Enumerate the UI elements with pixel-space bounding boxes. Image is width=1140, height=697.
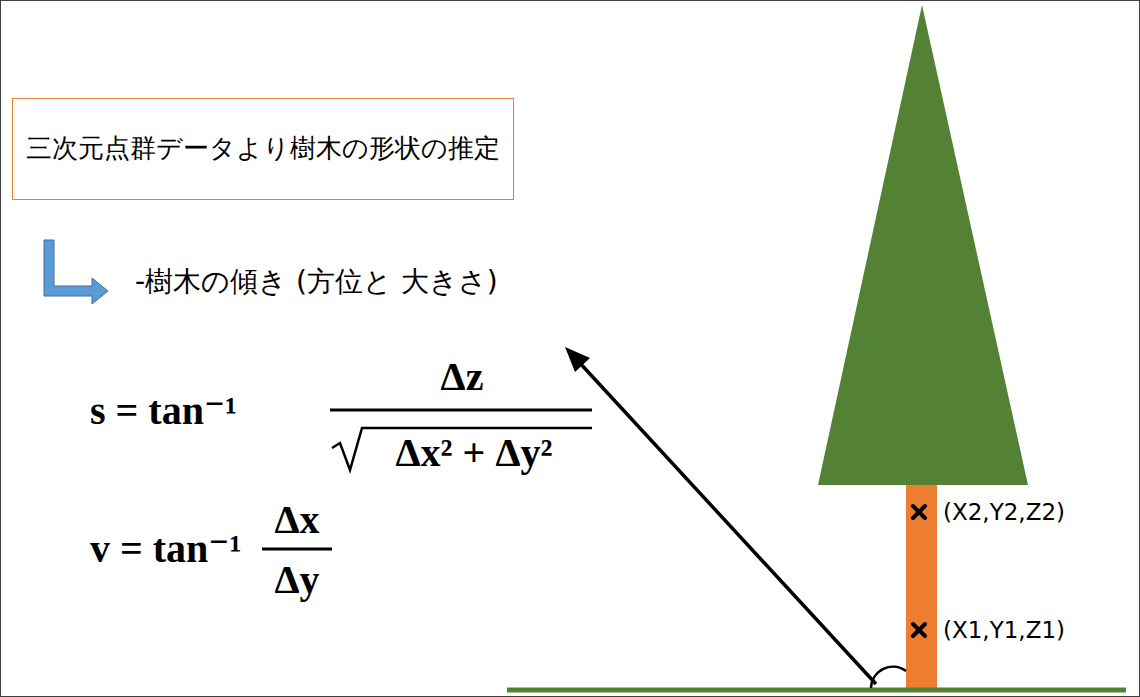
title-box: 三次元点群データより樹木の形状の推定 [12, 98, 514, 200]
tree-trunk [906, 485, 937, 688]
formula-text: v = tan⁻¹ [90, 526, 241, 572]
formula-denominator: Δx² + Δy² [396, 430, 553, 476]
point-marker [913, 506, 925, 518]
bullet-arrow [44, 240, 108, 304]
tree-crown [818, 5, 1028, 485]
fraction-bar [330, 409, 592, 412]
formula-text: s = tan⁻¹ [90, 388, 237, 434]
title-text: 三次元点群データより樹木の形状の推定 [26, 133, 500, 164]
ground-line [507, 688, 1126, 693]
coordinate-label: (X2,Y2,Z2) [943, 499, 1065, 525]
arrow-head [565, 347, 590, 372]
formula-denominator: Δy [274, 557, 319, 603]
angle-arc [871, 667, 906, 688]
point-marker [913, 624, 925, 636]
formula-numerator: Δz [441, 354, 484, 400]
tilt-arrow [578, 361, 876, 684]
fraction-bar [262, 548, 332, 551]
bullet-text: -樹木の傾き (方位と 大きさ) [135, 266, 498, 298]
formula-numerator: Δx [274, 497, 319, 543]
coordinate-label: (X1,Y1,Z1) [943, 617, 1065, 643]
